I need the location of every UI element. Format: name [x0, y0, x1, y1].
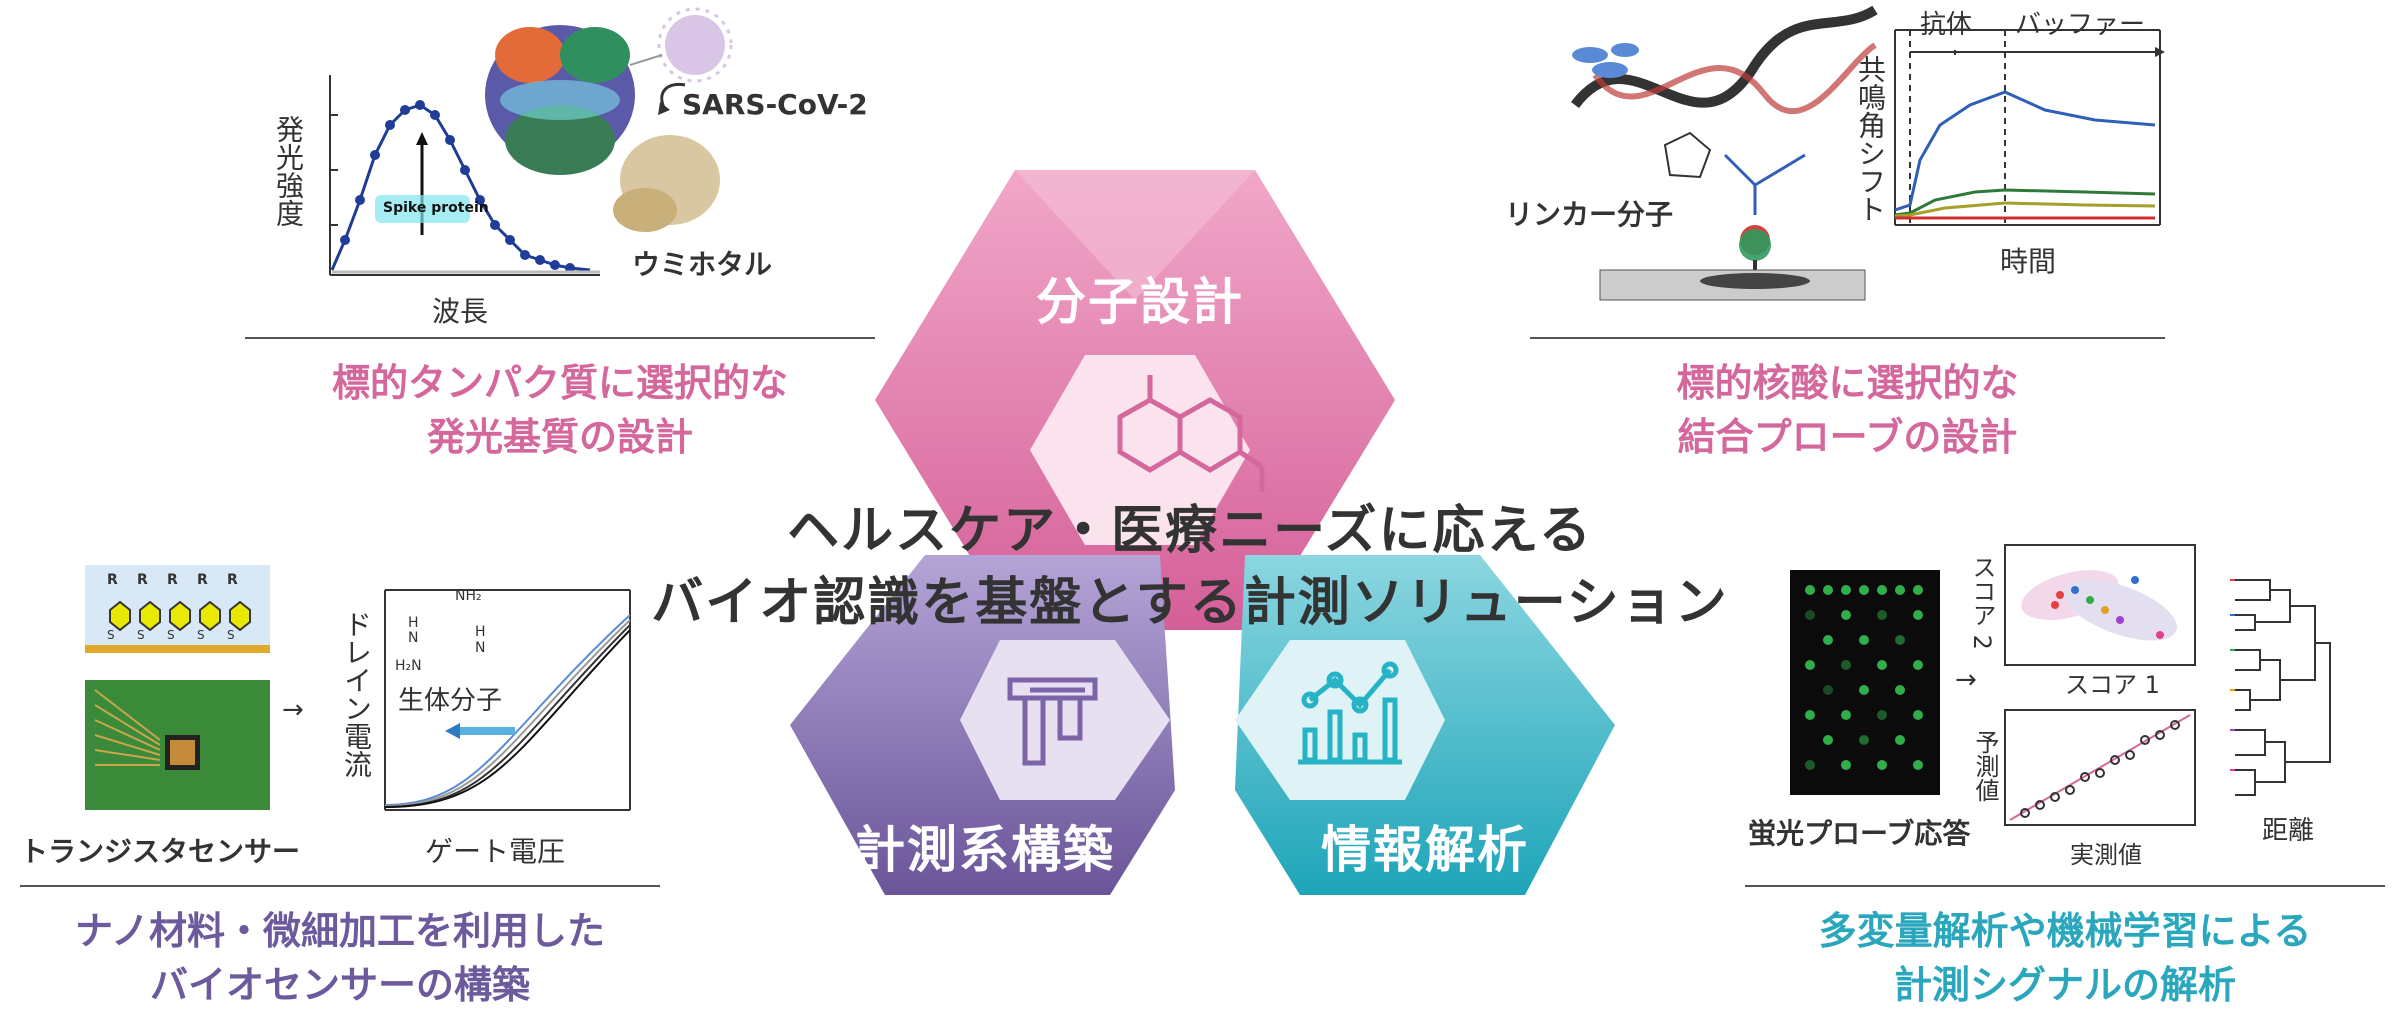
chain-label-4: R	[197, 572, 208, 588]
spr-phase1: 抗体	[1920, 10, 1973, 40]
chain-label-3: R	[167, 572, 178, 588]
hexagon-left-label: 計測系構築	[855, 821, 1115, 879]
hexagon-right-label: 情報解析	[1321, 821, 1529, 879]
transistor-sensor-illustration	[85, 565, 270, 810]
transfer-x-label: ゲート電圧	[425, 835, 566, 868]
spectrum-peak-label: Spike protein	[383, 200, 489, 216]
title-bottom-left-line2: バイオセンサーの構築	[149, 963, 530, 1007]
center-heading-line1: ヘルスケア・医療ニーズに応える	[787, 501, 1593, 561]
title-bottom-left-line1: ナノ材料・微細加工を利用した	[74, 909, 606, 953]
spr-y-label: 共鳴角シフト	[1854, 55, 1887, 223]
arrow-to-curve: →	[282, 695, 304, 725]
molecule-label-6: H	[475, 624, 486, 640]
fluorescence-array	[1790, 570, 1940, 795]
spectrum-x-label: 波長	[432, 295, 489, 328]
transfer-y-label: ドレイン電流	[340, 610, 373, 778]
bar-chart-icon	[1298, 661, 1402, 765]
center-heading-line2: バイオ認識を基盤とする計測ソリューション	[651, 573, 1729, 633]
hexagon-top-inner	[1030, 355, 1250, 545]
arrow-to-analysis: →	[1955, 665, 1977, 695]
spr-x-label: 時間	[2000, 245, 2057, 278]
divider-bottom-left	[20, 885, 660, 887]
score-y-label: スコア 2	[1968, 555, 1996, 650]
luminescence-spectrum	[329, 75, 600, 276]
organism-label: ウミホタル	[632, 248, 773, 281]
molecule-label-3: N	[408, 630, 419, 646]
dendrogram	[2230, 579, 2331, 796]
title-top-left-line1: 標的タンパク質に選択的な	[331, 361, 788, 405]
curve-label: 生体分子	[398, 686, 503, 716]
dna-linker-illustration	[1571, 5, 1878, 301]
title-top-right-line2: 結合プローブの設計	[1677, 415, 2018, 459]
score-x-label: スコア 1	[2065, 671, 2160, 699]
prediction-plot	[2004, 709, 2196, 826]
anchor-label-2: S	[137, 628, 145, 642]
title-top-right-line1: 標的核酸に選択的な	[1676, 361, 2019, 405]
anchor-label-3: S	[167, 628, 175, 642]
chain-label-2: R	[137, 572, 148, 588]
array-label: 蛍光プローブ応答	[1748, 817, 1971, 850]
molecule-label-2: H	[408, 615, 419, 631]
dendro-label: 距離	[2262, 816, 2315, 846]
spr-sensorgram	[1894, 29, 2165, 226]
hexagon-top-label: 分子設計	[1036, 273, 1244, 331]
divider-bottom-right	[1745, 885, 2385, 887]
divider-top-right	[1530, 337, 2165, 339]
anchor-label-1: S	[107, 628, 115, 642]
anchor-label-4: S	[197, 628, 205, 642]
spr-phase2: バッファー	[2015, 10, 2146, 40]
chain-label-5: R	[227, 572, 238, 588]
linker-label: リンカー分子	[1505, 198, 1674, 231]
pred-x-label: 実測値	[2070, 841, 2142, 869]
molecule-label-1: NH₂	[455, 588, 482, 604]
title-top-left-line2: 発光基質の設計	[426, 415, 693, 459]
spectrum-y-label: 発光強度	[272, 115, 305, 227]
pred-y-label: 予測値	[1971, 730, 1999, 802]
anchor-label-5: S	[227, 628, 235, 642]
title-bottom-right-line2: 計測シグナルの解析	[1893, 963, 2236, 1007]
caliper-icon	[1007, 677, 1098, 766]
transfer-curve	[384, 589, 631, 811]
device-label: トランジスタセンサー	[20, 835, 301, 868]
divider-top-left	[245, 337, 875, 339]
protein-illustration	[485, 7, 733, 232]
molecule-label-4: H₂N	[395, 658, 422, 674]
chain-label-1: R	[107, 572, 118, 588]
virus-label: SARS-CoV-2	[682, 88, 868, 121]
molecule-label-5: N	[475, 640, 486, 656]
title-bottom-right-line1: 多変量解析や機械学習による	[1818, 909, 2312, 953]
molecule-icon	[1117, 375, 1265, 492]
score-plot	[2004, 544, 2196, 666]
